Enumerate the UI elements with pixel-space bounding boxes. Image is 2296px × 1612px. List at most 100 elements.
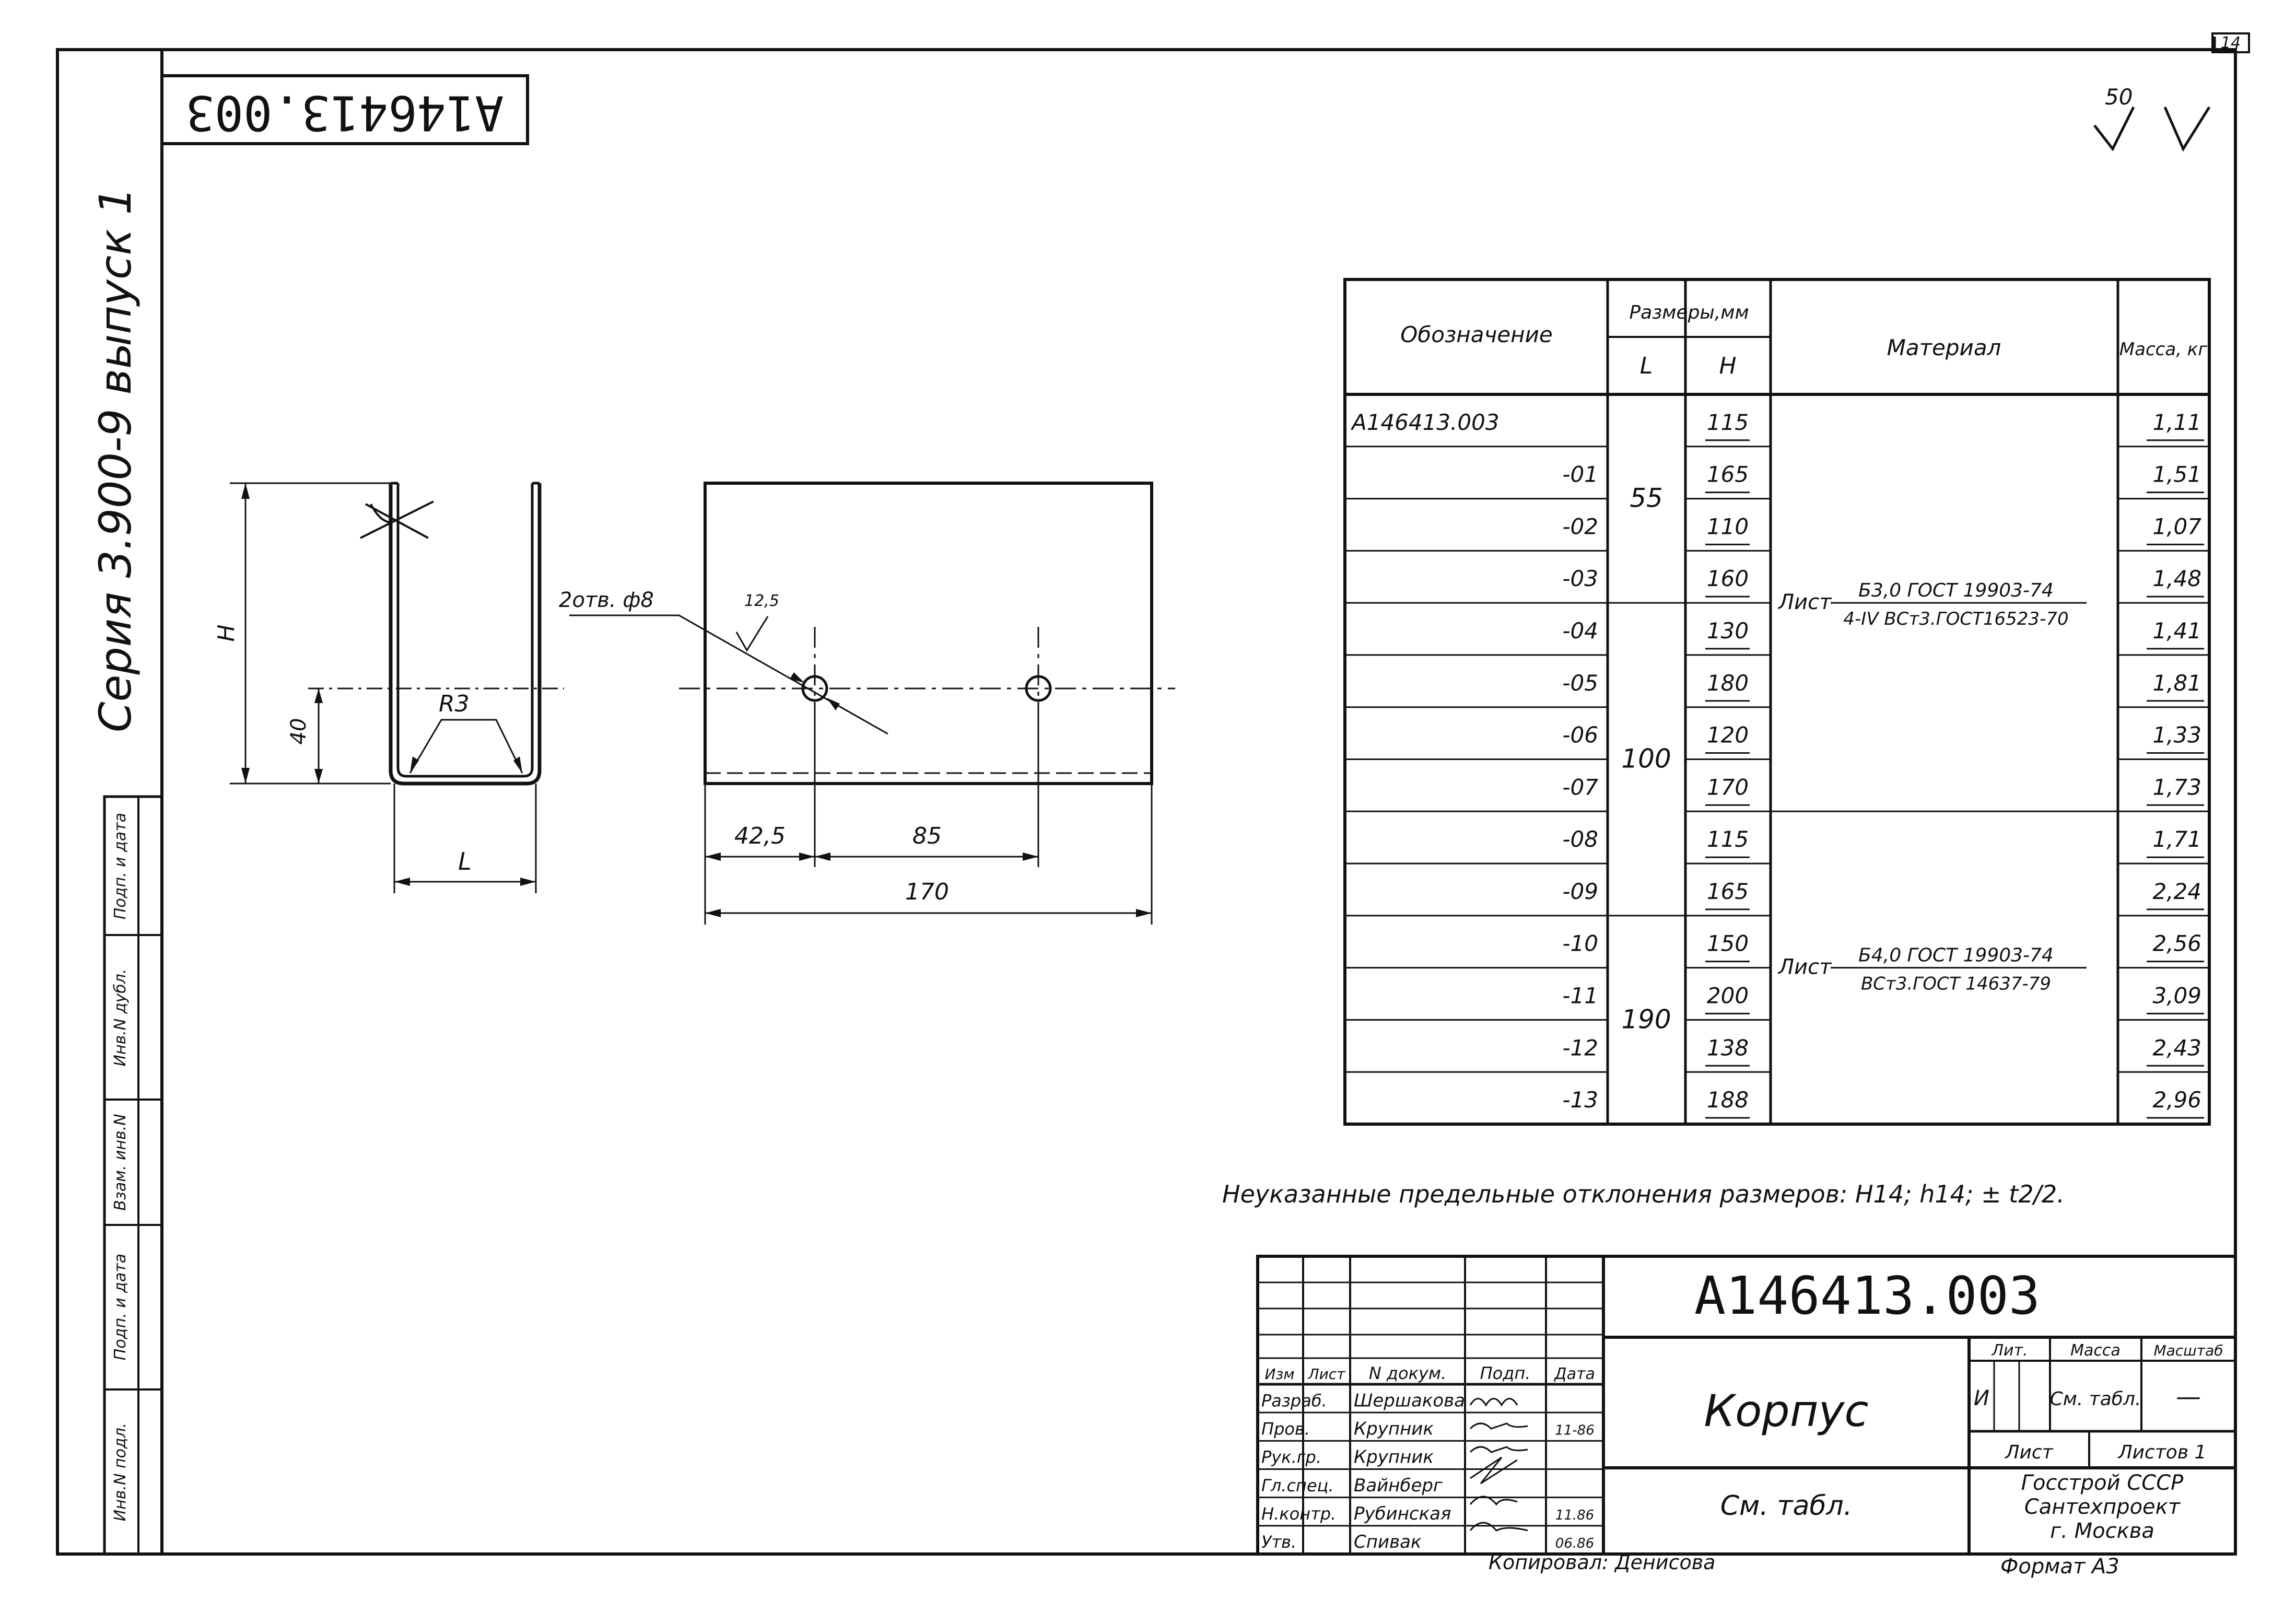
strip-vzam-inv: Взам. инв.N (111, 1114, 130, 1210)
strip-podp-data-1: Подп. и дата (111, 1254, 130, 1360)
hole-right (1025, 675, 1052, 702)
row-mass-1: 1,51 (2152, 462, 2201, 487)
th-material: Материал (1887, 335, 2001, 360)
tb-role-5: Утв. (1261, 1532, 1296, 1552)
material-denominator-1: ВСт3.ГОСТ 14637-79 (1861, 974, 2051, 995)
tb-lit-label: Лит. (1991, 1341, 2028, 1360)
tb-part-name: Корпус (1704, 1385, 1868, 1436)
material-numerator-0: Б3,0 ГОСТ 19903-74 (1858, 580, 2054, 601)
row-mass-7: 1,73 (2152, 774, 2201, 800)
row-h-12: 138 (1707, 1035, 1749, 1060)
row-h-13: 188 (1707, 1087, 1749, 1113)
signatures (1469, 1398, 1528, 1532)
label-40: 40 (287, 718, 311, 745)
table-rows: A146413.003 115 1,11 -01 165 1,51 -02 110 1,07 -0… (1345, 410, 2209, 1119)
l-groups: 55 100 190 (1608, 483, 1685, 1034)
row-h-7: 170 (1707, 774, 1749, 800)
material-prefix-0: Лист (1777, 590, 1832, 614)
row-h-0: 115 (1707, 410, 1749, 435)
row-h-9: 165 (1707, 879, 1749, 904)
row-h-2: 110 (1707, 513, 1749, 539)
l-group-0: 55 (1630, 483, 1663, 513)
tb-sheets-label: Листов 1 (2117, 1442, 2207, 1463)
roughness-value: 50 (2105, 84, 2133, 110)
tb-col-list: Лист (1308, 1365, 1346, 1383)
roughness-symbol: 50 (2093, 84, 2211, 152)
tb-role-4: Н.контр. (1261, 1504, 1336, 1524)
row-h-4: 130 (1707, 618, 1749, 644)
tb-name-5: Спивак (1354, 1532, 1422, 1552)
series-label: Серия 3.900-9 выпуск 1 (90, 187, 141, 732)
tb-col-sign: Подп. (1480, 1363, 1531, 1383)
row-h-6: 120 (1707, 722, 1749, 748)
tb-material-ref: См. табл. (1720, 1490, 1853, 1522)
row-mass-2: 1,07 (2152, 513, 2201, 539)
tb-org-2: Сантехпроект (2024, 1495, 2181, 1519)
tb-name-2: Крупник (1354, 1447, 1434, 1468)
tb-mass-label: Масса (2070, 1341, 2121, 1360)
tb-col-doc: N докум. (1369, 1363, 1446, 1383)
row-mass-12: 2,43 (2152, 1035, 2201, 1060)
title-block: Изм Лист N докум. Подп. Дата Разраб.Шерш… (1256, 1255, 2237, 1556)
row-mass-5: 1,81 (2152, 670, 2201, 696)
side-view: H 40 R3 L (213, 482, 564, 893)
tb-name-4: Рубинская (1354, 1503, 1451, 1524)
material-denominator-0: 4-IV ВСт3.ГОСТ16523-70 (1843, 609, 2068, 629)
row-designation-7: -07 (1562, 774, 1598, 800)
strip-podp-data-2: Подп. и дата (111, 813, 130, 919)
sheet-number: 14 (2221, 34, 2241, 52)
dim-170: 170 (905, 879, 949, 905)
tb-role-3: Гл.спец. (1261, 1476, 1334, 1496)
strip-inv-podl: Инв.N подл. (111, 1423, 130, 1522)
row-designation-0: A146413.003 (1350, 410, 1500, 435)
tb-date-4: 11.86 (1555, 1508, 1594, 1523)
l-group-2: 190 (1621, 1004, 1671, 1034)
label-l: L (458, 847, 472, 875)
tb-mass-value: См. табл. (2050, 1388, 2141, 1410)
row-designation-1: -01 (1562, 462, 1598, 487)
tb-scale-value: — (2176, 1382, 2201, 1411)
row-designation-9: -09 (1562, 879, 1598, 904)
row-designation-2: -02 (1562, 513, 1598, 539)
row-mass-10: 2,56 (2152, 931, 2201, 956)
row-mass-8: 1,71 (2152, 826, 2201, 852)
row-designation-3: -03 (1562, 566, 1598, 591)
label-12-5: 12,5 (744, 592, 779, 610)
copied-by: Копировал: Денисова (1489, 1551, 1715, 1574)
left-strip: Инв.N подл. Подп. и дата Взам. инв.N Инв… (103, 795, 163, 1556)
weld-mark (360, 500, 434, 539)
tb-date-1: 11-86 (1555, 1422, 1595, 1438)
row-designation-4: -04 (1562, 618, 1598, 644)
label-h: H (213, 624, 240, 641)
row-h-10: 150 (1707, 931, 1749, 956)
th-mass: Масса, кг (2119, 339, 2208, 360)
row-h-5: 180 (1707, 670, 1749, 696)
row-mass-6: 1,33 (2152, 722, 2201, 748)
tb-role-1: Пров. (1261, 1419, 1310, 1439)
row-mass-4: 1,41 (2152, 618, 2201, 644)
tb-lit-value: И (1974, 1386, 1989, 1410)
tb-org-3: г. Москва (2050, 1519, 2154, 1543)
row-designation-10: -10 (1562, 931, 1598, 956)
row-designation-12: -12 (1562, 1035, 1598, 1060)
tb-org-1: Госстрой СССР (2021, 1471, 2184, 1495)
l-group-1: 100 (1621, 744, 1671, 774)
row-h-1: 165 (1707, 462, 1749, 487)
materials: Лист Б3,0 ГОСТ 19903-74 4-IV ВСт3.ГОСТ1652… (1771, 580, 2118, 995)
tb-col-izm: Изм (1265, 1365, 1295, 1383)
th-h: H (1719, 353, 1736, 379)
label-r3: R3 (439, 691, 470, 717)
row-mass-13: 2,96 (2152, 1087, 2201, 1113)
dim-42-5: 42,5 (734, 823, 786, 849)
top-stamp: A146413.003 (160, 74, 529, 145)
top-stamp-number: A146413.003 (185, 85, 503, 141)
row-h-11: 200 (1707, 983, 1749, 1008)
row-designation-5: -05 (1562, 670, 1598, 696)
row-designation-6: -06 (1562, 722, 1598, 748)
row-mass-11: 3,09 (2152, 983, 2201, 1008)
row-h-3: 160 (1707, 566, 1749, 591)
row-mass-0: 1,11 (2152, 410, 2201, 435)
tb-date-5: 06.86 (1555, 1536, 1594, 1551)
tb-col-date: Дата (1553, 1365, 1595, 1383)
